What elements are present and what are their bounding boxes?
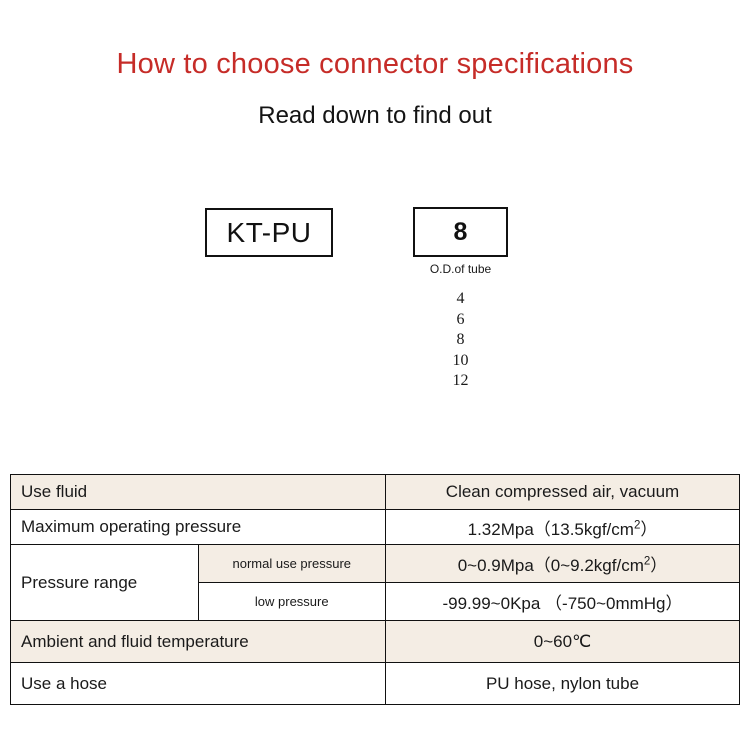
- spec-sublabel-low-pressure: low pressure: [197, 582, 386, 621]
- spec-label-max-operating-pressure: Maximum operating pressure: [10, 509, 386, 545]
- spec-label-pressure-range: Pressure range: [10, 544, 199, 621]
- spec-value-low-pressure: -99.99~0Kpa （-750~0mmHg）: [385, 582, 740, 621]
- spec-value-ambient-fluid-temperature: 0~60℃: [385, 620, 740, 663]
- value-paren-open: （0~9.2kgf/cm: [533, 556, 644, 575]
- od-of-tube-label: O.D.of tube: [429, 262, 492, 276]
- value-superscript: 2: [643, 555, 651, 568]
- value-superscript: 2: [633, 518, 641, 531]
- table-row: Maximum operating pressure 1.32Mpa（13.5k…: [10, 509, 740, 545]
- value-text: 1.32Mpa: [467, 519, 534, 539]
- value-paren-close: ）: [640, 519, 658, 539]
- page-subtitle: Read down to find out: [258, 102, 492, 129]
- spec-value-max-operating-pressure: 1.32Mpa（13.5kgf/cm2）: [385, 509, 740, 545]
- spec-label-use-fluid: Use fluid: [10, 474, 386, 510]
- spec-label-ambient-fluid-temperature: Ambient and fluid temperature: [10, 620, 386, 663]
- tube-size-code-box: 8: [413, 207, 508, 257]
- value-paren-open: （13.5kgf/cm: [533, 519, 634, 539]
- spec-sublabel-normal-use-pressure: normal use pressure: [197, 544, 386, 583]
- series-code-box: KT-PU: [205, 208, 333, 257]
- od-option-item: 8: [456, 331, 465, 348]
- od-option-item: 10: [452, 351, 469, 369]
- spec-value-use-a-hose: PU hose, nylon tube: [385, 662, 740, 705]
- od-option-item: 12: [452, 372, 469, 389]
- value-text: 0~0.9Mpa: [457, 556, 534, 575]
- table-row: Pressure range normal use pressure 0~0.9…: [10, 544, 740, 621]
- spec-value-normal-use-pressure: 0~0.9Mpa（0~9.2kgf/cm2）: [385, 544, 740, 583]
- spec-label-use-a-hose: Use a hose: [10, 662, 386, 705]
- table-row: Ambient and fluid temperature 0~60℃: [10, 620, 740, 663]
- od-options-list: 4 6 8 10 12: [413, 289, 508, 392]
- od-option-item: 6: [456, 310, 465, 328]
- table-row: Use fluid Clean compressed air, vacuum: [10, 474, 740, 510]
- spec-value-use-fluid: Clean compressed air, vacuum: [385, 474, 740, 510]
- value-paren-close: ）: [650, 556, 668, 575]
- od-option-item: 4: [456, 290, 465, 307]
- specification-table: Use fluid Clean compressed air, vacuum M…: [10, 474, 740, 705]
- page-title: How to choose connector specifications: [116, 48, 634, 80]
- table-row: Use a hose PU hose, nylon tube: [10, 662, 740, 705]
